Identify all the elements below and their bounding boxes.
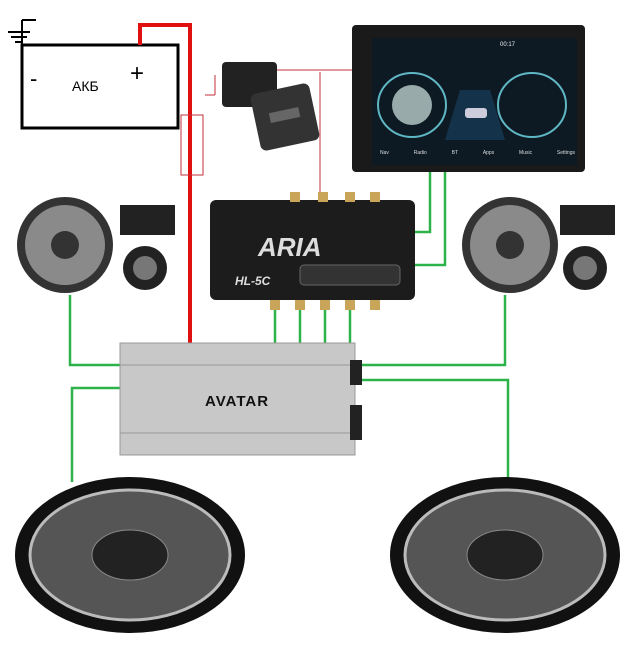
right-midbass-speaker xyxy=(462,197,558,293)
app-bt: BT xyxy=(451,150,458,156)
aria-processor xyxy=(210,192,415,310)
battery-label: АКБ xyxy=(72,78,99,94)
battery-plus: + xyxy=(130,60,145,87)
left-tweeter xyxy=(123,246,167,290)
left-midbass-speaker xyxy=(17,197,113,293)
processor-brand: ARIA xyxy=(258,232,322,262)
app-nav: Nav xyxy=(380,150,389,156)
app-apps: Apps xyxy=(482,150,495,156)
app-radio: Radio xyxy=(413,150,427,156)
amplifier-brand: AVATAR xyxy=(205,393,270,410)
relay-switch xyxy=(222,62,320,151)
app-settings: Settings xyxy=(556,150,575,156)
right-crossover xyxy=(560,205,615,235)
ground-symbol xyxy=(8,19,36,45)
left-oval-speaker xyxy=(15,477,245,633)
fuse xyxy=(180,114,204,176)
app-music: Music xyxy=(519,150,533,156)
amplifier xyxy=(119,342,362,456)
power-wire xyxy=(138,23,192,345)
battery-minus: - xyxy=(30,66,38,91)
right-tweeter xyxy=(563,246,607,290)
head-unit-time: 00:17 xyxy=(500,42,516,48)
battery-box xyxy=(20,43,180,130)
right-oval-speaker xyxy=(390,477,620,633)
head-unit xyxy=(352,25,585,172)
left-crossover xyxy=(120,205,175,235)
processor-model: HL-5C xyxy=(235,274,271,288)
signal-wires xyxy=(68,172,510,482)
head-unit-app-bar: Nav Radio BT Apps Music Settings xyxy=(380,150,575,156)
